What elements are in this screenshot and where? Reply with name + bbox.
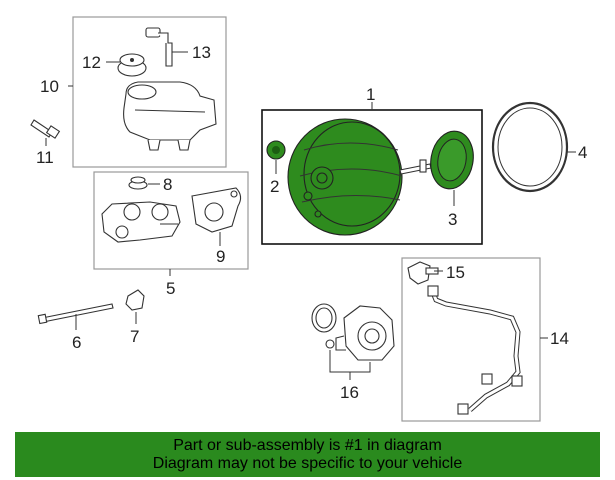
stud-part-6[interactable] — [37, 303, 114, 325]
reservoir-cap-part[interactable] — [117, 53, 147, 77]
callout-5: 5 — [166, 279, 175, 298]
callout-10: 10 — [40, 77, 59, 96]
master-cylinder-group-box — [93, 171, 249, 270]
grommet-part-2[interactable] — [266, 140, 286, 160]
gasket-part-9[interactable] — [191, 187, 242, 233]
callout-9: 9 — [216, 247, 225, 266]
fluid-reservoir-part[interactable] — [123, 81, 217, 151]
callout-4: 4 — [578, 143, 587, 162]
callout-8: 8 — [163, 175, 172, 194]
reservoir-group-box — [72, 16, 227, 168]
vacuum-hose-part[interactable] — [427, 285, 523, 415]
callout-3: 3 — [448, 210, 457, 229]
seal-part-8[interactable] — [128, 176, 148, 190]
callout-12: 12 — [82, 53, 101, 72]
bolt-part-11[interactable] — [30, 119, 61, 139]
vacuum-hose-group-box — [401, 257, 541, 422]
callout-2: 2 — [270, 177, 279, 196]
callout-16: 16 — [340, 383, 359, 402]
callout-1: 1 — [366, 85, 375, 104]
notice-line-2: Diagram may not be specific to your vehi… — [152, 454, 463, 472]
nut-part-7[interactable] — [125, 289, 145, 311]
notice-banner: Part or sub-assembly is #1 in diagram Di… — [15, 432, 600, 477]
callout-15: 15 — [446, 263, 465, 282]
check-valve-part-15[interactable] — [407, 261, 439, 285]
callout-6: 6 — [72, 333, 81, 352]
level-sensor-part[interactable] — [145, 27, 173, 67]
booster-seal-part-3[interactable] — [426, 128, 477, 192]
parts-diagram: 10 12 13 11 8 9 5 6 7 — [30, 16, 587, 422]
notice-line-1: Part or sub-assembly is #1 in diagram — [173, 436, 442, 454]
brake-booster-part[interactable] — [287, 118, 432, 236]
callout-14: 14 — [550, 329, 569, 348]
vacuum-pump-seal-part[interactable] — [311, 303, 337, 349]
callout-11: 11 — [36, 148, 54, 167]
vacuum-pump-part[interactable] — [335, 305, 395, 361]
callout-7: 7 — [130, 327, 139, 346]
callout-13: 13 — [192, 43, 211, 62]
ring-seal-part-4[interactable] — [491, 101, 569, 193]
master-cylinder-part[interactable] — [101, 201, 181, 243]
